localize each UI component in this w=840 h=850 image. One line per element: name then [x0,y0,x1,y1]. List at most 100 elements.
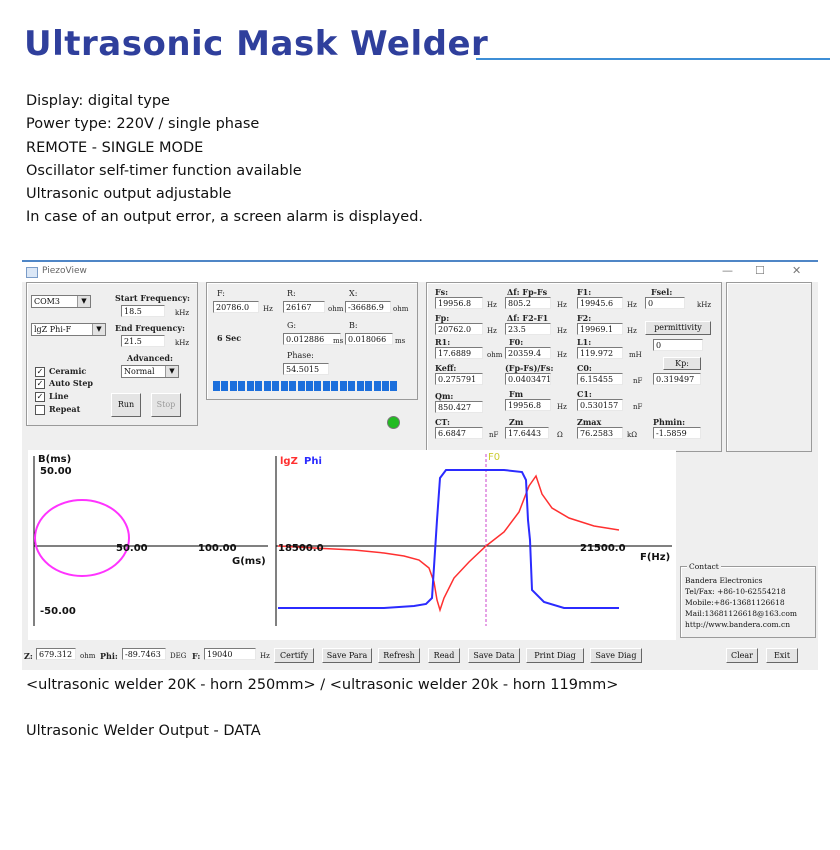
keff-value: 0.275791 [435,373,483,385]
lgz-curve [277,474,620,613]
b-axis-label: B(ms) [38,454,72,465]
progress-segment [238,381,246,391]
r1-unit: ohm [487,351,503,359]
end-frequency-input[interactable]: 21.5 [121,335,165,347]
save-para-button[interactable]: Save Para [322,648,372,663]
permittivity-button[interactable]: permittivity [645,321,711,335]
auto-step-label: Auto Step [49,378,93,388]
progress-segment [246,381,254,391]
ceramic-checkbox[interactable]: ✓ [35,367,45,377]
phi-unit: DEG [170,652,187,660]
f-value: 20786.0 [213,301,259,313]
feature-line: Display: digital type [26,93,170,109]
save-diag-button[interactable]: Save Diag [590,648,642,663]
df-fp-fs-label: Δf: Fp-Fs [507,287,548,297]
fsel-unit: kHz [697,301,712,309]
print-diag-button[interactable]: Print Diag [526,648,584,663]
f2-label: F2: [577,313,592,323]
repeat-checkbox[interactable] [35,405,45,415]
b-unit: ms [395,337,406,345]
r-value: 26167 [283,301,325,313]
stop-button[interactable]: Stop [151,393,181,417]
certify-button[interactable]: Certify [274,648,314,663]
permittivity-value: 0 [653,339,703,351]
zmax-unit: kΩ [627,431,638,439]
maximize-button[interactable]: ☐ [755,264,765,277]
contact-line: Bandera Electronics [685,576,763,585]
progress-segment [382,381,389,391]
progress-segment [280,381,288,391]
end-frequency-unit: kHz [175,339,190,347]
close-button[interactable]: ✕ [792,264,802,277]
fsel-input[interactable]: 0 [645,297,685,309]
b-axis-bottom-tick: -50.00 [40,606,76,617]
phmin-value: -1.5859 [653,427,701,439]
progress-segment [255,381,263,391]
z-unit: ohm [80,652,96,660]
horn-caption: <ultrasonic welder 20K - horn 250mm> / <… [26,677,619,693]
ceramic-label: Ceramic [49,366,87,376]
fp-label: Fp: [435,313,450,323]
line-checkbox[interactable]: ✓ [35,392,45,402]
status-bar: Z: 679.312 ohm Phi: -89.7463 DEG F: 1904… [22,644,818,668]
progress-segment [263,381,271,391]
g-axis-tick: 50.00 [116,543,148,554]
x-value: -36686.9 [345,301,391,313]
contact-box: Contact Bandera Electronics Tel/Fax: +86… [680,561,816,638]
start-frequency-label: Start Frequency: [115,293,190,303]
window-title: PiezoView [42,266,87,276]
read-button[interactable]: Read [428,648,460,663]
advanced-select[interactable]: Normal ▼ [121,365,179,378]
ct-label: CT: [435,417,450,427]
zm-unit: Ω [557,431,563,439]
mode-select[interactable]: lgZ Phi-F ▼ [31,323,106,336]
c0-unit: nF [633,377,643,385]
l1-label: L1: [577,337,592,347]
status-f-unit: Hz [260,652,270,660]
minimize-button[interactable]: — [722,264,733,277]
start-frequency-input[interactable]: 18.5 [121,305,165,317]
status-f-label: F: [192,651,201,661]
fp-fs-over-fs-label: (Fp-Fs)/Fs: [505,363,554,373]
fm-label: Fm [509,389,524,399]
advanced-label: Advanced: [127,353,173,363]
measurement-panel: F: 20786.0 Hz R: 26167 ohm X: -36686.9 o… [206,282,418,400]
ct-value: 6.6847 [435,427,483,439]
fp-fs-over-fs-value: 0.0403471 [505,373,551,385]
progress-segment [297,381,305,391]
progress-segment [365,381,373,391]
end-frequency-label: End Frequency: [115,323,185,333]
x-unit: ohm [393,305,409,313]
contact-heading: Contact [687,561,721,572]
b-axis-top-tick: 50.00 [40,466,72,477]
window-titlebar: PiezoView — ☐ ✕ [22,262,818,282]
save-data-button[interactable]: Save Data [468,648,520,663]
progress-segment [348,381,356,391]
freq-axis-start-tick: 18500.0 [278,543,324,554]
run-button[interactable]: Run [111,393,141,417]
g-axis-tick: 100.00 [198,543,237,554]
page-title: Ultrasonic Mask Welder [24,24,489,64]
progress-segment [229,381,237,391]
port-select[interactable]: COM3 ▼ [31,295,91,308]
progress-bar [213,381,399,391]
fp-value: 20762.0 [435,323,483,335]
empty-panel [726,282,812,452]
clear-button[interactable]: Clear [726,648,758,663]
fs-unit: Hz [487,301,497,309]
progress-segment [373,381,381,391]
auto-step-checkbox[interactable]: ✓ [35,379,45,389]
piezoview-window: PiezoView — ☐ ✕ COM3 ▼ lgZ Phi-F ▼ Start… [22,260,818,670]
f0-label: F0: [509,337,524,347]
ct-unit: nF [489,431,499,439]
admittance-plot: B(ms) 50.00 -50.00 50.00 100.00 G(ms) [28,450,274,640]
kp-button[interactable]: Kp: [663,357,701,370]
chevron-down-icon: ▼ [92,324,105,335]
status-led [387,416,400,429]
f1-value: 19945.6 [577,297,623,309]
c0-label: C0: [577,363,592,373]
exit-button[interactable]: Exit [766,648,798,663]
refresh-button[interactable]: Refresh [378,648,420,663]
settings-panel: COM3 ▼ lgZ Phi-F ▼ Start Frequency: 18.5… [26,282,198,426]
data-caption: Ultrasonic Welder Output - DATA [26,723,261,739]
